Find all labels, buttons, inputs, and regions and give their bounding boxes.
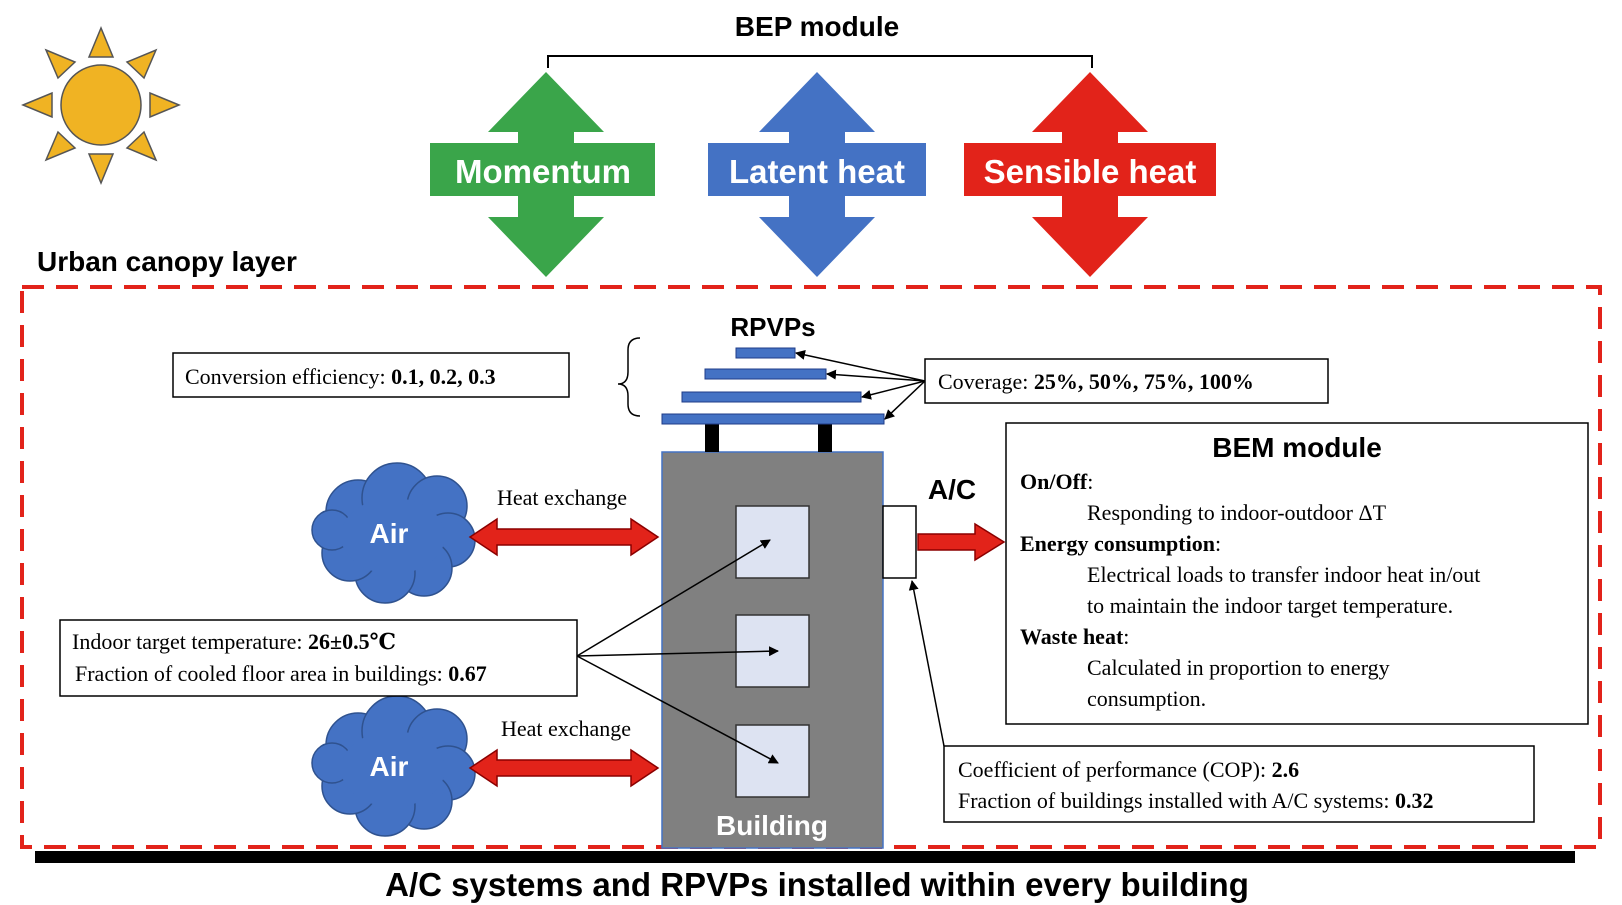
rpvps-label: RPVPs [730,312,815,342]
heat-exchange-arrow-top [468,517,660,557]
bem-energy-text-1: Electrical loads to transfer indoor heat… [1087,562,1480,587]
footer-caption: A/C systems and RPVPs installed within e… [385,866,1249,903]
window-bottom [735,724,810,798]
sun-icon [21,26,181,185]
indoor-target-pointers [576,539,779,764]
cooled-floor-text: Fraction of cooled floor area in buildin… [75,661,487,686]
coverage-text: Coverage: 25%, 50%, 75%, 100% [938,369,1254,394]
cop-box [943,745,1535,823]
rpvp-panel-2 [704,368,827,380]
cooled-floor-label: Fraction of cooled floor area in buildin… [75,661,448,686]
ac-label: A/C [928,474,976,505]
coverage-values: 25%, 50%, 75%, 100% [1034,369,1254,394]
panel-support-right [818,424,832,452]
bem-module-box [1005,422,1589,725]
coverage-pointers [795,350,926,420]
rpvp-panel-1 [735,347,796,359]
bem-onoff-text: Responding to indoor-outdoor ΔT [1087,500,1387,525]
bem-waste-text-1: Calculated in proportion to energy [1087,655,1390,680]
ac-output-arrow [917,522,1006,562]
momentum-label: Momentum [455,153,631,190]
conversion-efficiency-text: Conversion efficiency: 0.1, 0.2, 0.3 [185,364,496,389]
heat-exchange-label-bottom: Heat exchange [501,716,631,741]
indoor-target-box [59,619,578,697]
air-cloud-top: Air [311,462,476,604]
urban-canopy-label: Urban canopy layer [37,246,297,277]
latent-heat-label: Latent heat [729,153,905,190]
window-top [735,505,810,579]
ac-unit [882,505,917,579]
rpvp-panel-4 [661,413,885,425]
rpvp-brace [617,337,641,417]
ground-line [35,851,1575,863]
sensible-heat-arrow: Sensible heat [964,72,1216,277]
cooled-floor-value: 0.67 [448,661,487,686]
momentum-arrow: Momentum [430,72,655,277]
bem-onoff-heading: On/Off [1020,469,1088,494]
ac-fraction-label: Fraction of buildings installed with A/C… [958,788,1395,813]
ac-fraction-value: 0.32 [1395,788,1434,813]
building-label: Building [716,810,828,841]
air-label-bottom: Air [370,751,409,782]
indoor-target-label: Indoor target temperature: [72,629,308,654]
rpvp-panel-3 [681,391,862,403]
bem-waste-heading: Waste heat [1020,624,1124,649]
cop-pointer [908,580,945,747]
panel-support-left [705,424,719,452]
bem-energy-heading: Energy consumption [1020,531,1215,556]
ac-fraction-text: Fraction of buildings installed with A/C… [958,788,1433,813]
air-cloud-bottom: Air [311,695,476,837]
cop-label: Coefficient of performance (COP): [958,757,1272,782]
bep-bracket [547,55,1093,68]
bem-onoff-line: On/Off: [1020,469,1093,494]
bem-waste-line: Waste heat: [1020,624,1129,649]
indoor-target-text: Indoor target temperature: 26±0.5℃ [72,629,396,654]
conversion-efficiency-values: 0.1, 0.2, 0.3 [391,364,496,389]
cop-text: Coefficient of performance (COP): 2.6 [958,757,1299,782]
indoor-target-value: 26±0.5℃ [308,629,396,654]
bem-energy-text-2: to maintain the indoor target temperatur… [1087,593,1453,618]
heat-exchange-label-top: Heat exchange [497,485,627,510]
bep-module-title: BEP module [735,11,899,42]
latent-heat-arrow: Latent heat [708,72,926,277]
heat-exchange-arrow-bottom [468,748,660,788]
coverage-box [924,358,1329,404]
coverage-label: Coverage: [938,369,1034,394]
bem-energy-line: Energy consumption: [1020,531,1221,556]
cop-value: 2.6 [1272,757,1300,782]
conversion-efficiency-label: Conversion efficiency: [185,364,391,389]
bem-module-title: BEM module [1212,432,1382,463]
conversion-efficiency-box [172,352,570,398]
bem-waste-text-2: consumption. [1087,686,1206,711]
air-label-top: Air [370,518,409,549]
sensible-heat-label: Sensible heat [984,153,1197,190]
